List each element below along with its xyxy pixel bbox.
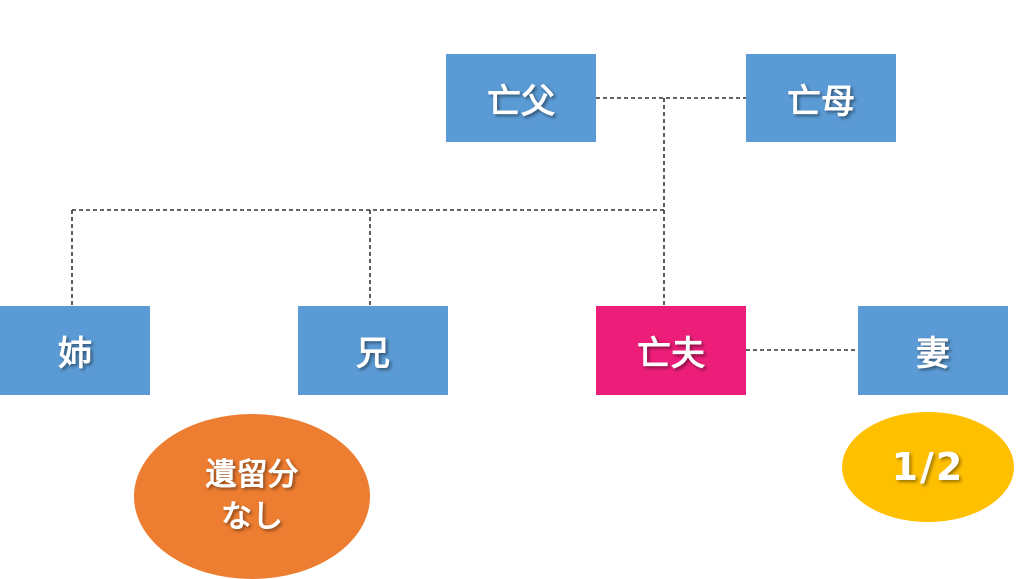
- node-deceased-mother: 亡母: [746, 54, 896, 142]
- node-label: 妻: [916, 334, 950, 374]
- node-label: 姉: [58, 334, 92, 374]
- node-deceased-husband: 亡夫: [596, 306, 746, 395]
- no-reserved-share-oval: 遺留分 なし: [134, 414, 370, 579]
- node-wife: 妻: [858, 306, 1008, 395]
- wife-share-label: 1/2: [891, 445, 965, 489]
- node-sister: 姉: [0, 306, 150, 395]
- node-deceased-father: 亡父: [446, 54, 596, 142]
- no-reserved-share-label: 遺留分 なし: [205, 456, 299, 535]
- node-label: 亡夫: [637, 334, 705, 374]
- node-label: 亡母: [787, 81, 855, 122]
- wife-share-oval: 1/2: [842, 412, 1014, 522]
- node-label: 亡父: [487, 81, 555, 122]
- node-brother: 兄: [298, 306, 448, 395]
- node-label: 兄: [356, 334, 390, 374]
